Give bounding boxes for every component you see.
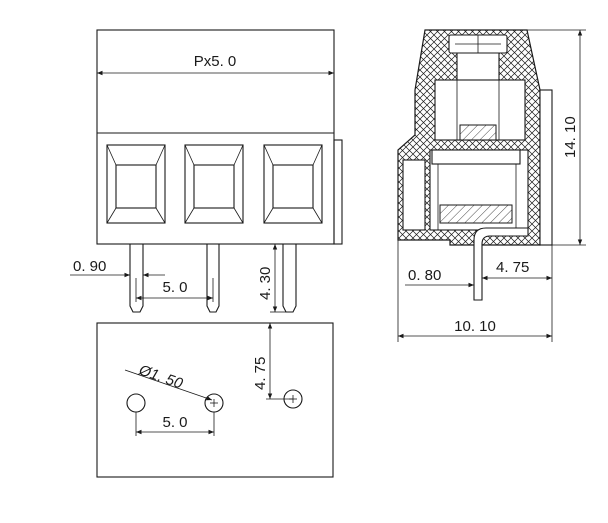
hole-diameter-label: Ø1. 50 (136, 361, 186, 392)
pin-to-edge-label: 4. 75 (496, 259, 529, 276)
pin-3 (282, 244, 297, 313)
pin-width-label: 0. 90 (73, 258, 106, 275)
wire-entry-2 (184, 144, 244, 224)
hole-pitch-label: 5. 0 (162, 414, 187, 431)
pin-pitch-label: 5. 0 (162, 279, 187, 296)
clamp-top (431, 149, 521, 165)
wire-entry-3 (263, 144, 323, 224)
row-offset-label: 4. 75 (252, 357, 269, 390)
pcb-layout-view: Ø1. 50 5. 0 4. 75 (96, 322, 334, 478)
side-view: 14. 10 0. 80 4. 75 10. 10 (397, 29, 586, 342)
pitch-label: Px5. 0 (194, 53, 237, 70)
pcb-hole-1 (126, 393, 146, 413)
depth-label: 10. 10 (454, 318, 496, 335)
screw-thread (459, 124, 497, 141)
height-label: 14. 10 (562, 116, 579, 158)
pin-1 (129, 244, 144, 313)
body-side-rim (333, 139, 343, 245)
pcb-outline (96, 322, 334, 478)
terminal-block-body (96, 29, 335, 245)
pin-offset-label: 0. 80 (408, 267, 441, 284)
side-pin (473, 227, 529, 301)
pin-2 (206, 244, 220, 313)
wire-entry-1 (106, 144, 166, 224)
front-view: Px5. 0 (70, 29, 343, 313)
pin-length-label: 4. 30 (257, 267, 274, 300)
wire-clamp-hatch (439, 204, 513, 224)
